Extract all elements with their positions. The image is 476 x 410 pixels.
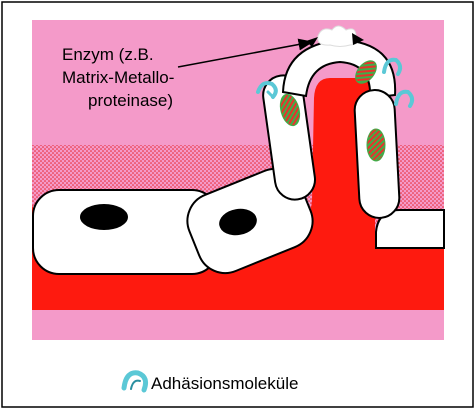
enzyme-label-line-2: Matrix-Metallo- xyxy=(62,68,174,87)
legend: Adhäsionsmoleküle xyxy=(124,373,298,393)
legend-label: Adhäsionsmoleküle xyxy=(151,374,298,393)
enzyme-blob-icon xyxy=(318,26,358,47)
receptor-icon xyxy=(367,129,385,161)
enzyme-label-line-1: Enzym (z.B. xyxy=(62,45,154,64)
bottom-matrix-band xyxy=(32,310,444,340)
enzyme-label-line-3: proteinase) xyxy=(88,91,173,110)
nucleus-left xyxy=(80,204,128,230)
